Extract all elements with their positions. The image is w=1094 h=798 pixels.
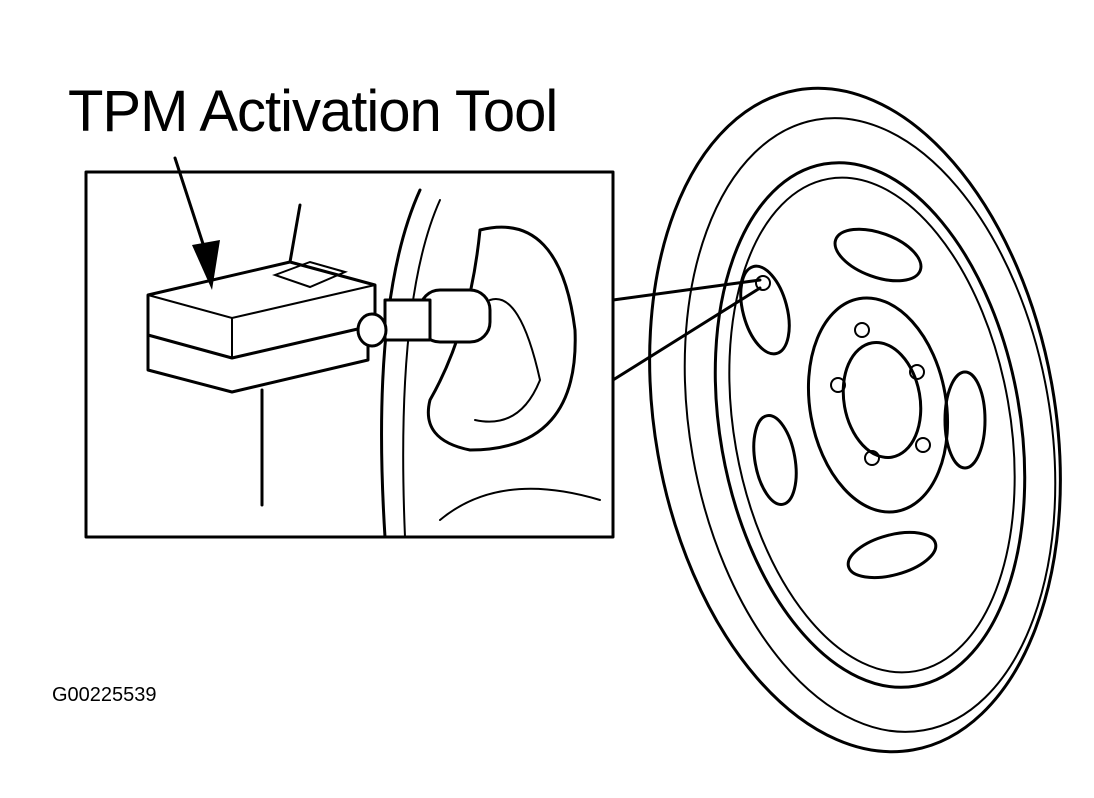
valve-slot xyxy=(739,264,791,356)
wheel-illustration xyxy=(611,86,1062,754)
tire-outer xyxy=(648,86,1062,754)
rim-slot-inset xyxy=(426,225,577,452)
valve-stem xyxy=(755,275,771,291)
lug-nut xyxy=(909,364,925,380)
arrow-line xyxy=(173,156,207,252)
tool-edge xyxy=(147,284,376,359)
rim-slot xyxy=(833,227,923,283)
figure-id: G00225539 xyxy=(52,684,157,706)
lug-nut xyxy=(854,322,870,338)
rim-line xyxy=(439,487,601,521)
inset-detail xyxy=(84,156,615,539)
callout-line xyxy=(611,278,762,302)
rim-outer xyxy=(713,161,1027,689)
hub-ring xyxy=(806,296,950,514)
tool-display xyxy=(272,260,348,289)
lug-nut xyxy=(864,450,880,466)
valve-tip xyxy=(356,312,388,348)
rim-inner xyxy=(728,176,1016,674)
diagram-title: TPM Activation Tool xyxy=(68,79,558,144)
rim-slot xyxy=(943,370,987,470)
rim-slot-inner xyxy=(474,298,542,423)
tire-inner-line xyxy=(683,117,1057,733)
rim-slot xyxy=(846,530,938,580)
rim-slot xyxy=(752,414,798,506)
callout-line xyxy=(611,286,762,382)
lug-nut xyxy=(915,437,931,453)
arrow-head-icon xyxy=(192,240,220,290)
valve-cap xyxy=(383,298,432,342)
hub-center xyxy=(841,341,923,459)
lug-nut xyxy=(830,377,846,393)
tool-antenna xyxy=(288,203,302,264)
